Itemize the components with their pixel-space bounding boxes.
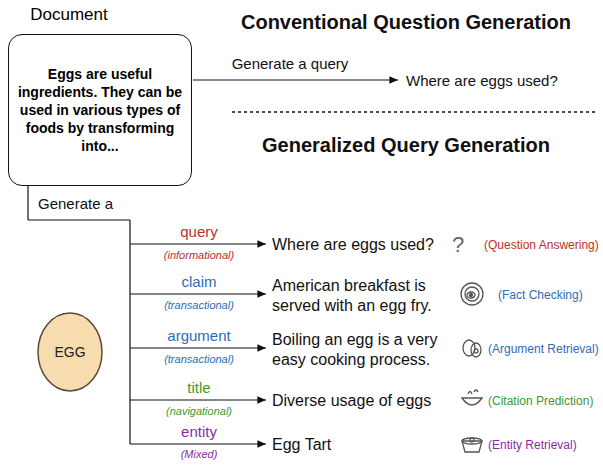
keyword: title bbox=[187, 379, 210, 398]
keyword: entity bbox=[181, 423, 217, 442]
task-name: (Question Answering) bbox=[484, 238, 599, 253]
keyword-type: (navigational) bbox=[166, 405, 232, 419]
arrow-label: Generate a query bbox=[232, 55, 349, 74]
branch-label: Generate a bbox=[38, 195, 113, 214]
output-text: Where are eggs used? bbox=[272, 235, 434, 255]
dashed-separator bbox=[232, 111, 598, 112]
arrow-line bbox=[193, 79, 398, 80]
branch-line bbox=[28, 219, 130, 220]
box-heading: Document bbox=[9, 5, 129, 25]
keyword-type: (Mixed) bbox=[181, 448, 218, 462]
output-text: Where are eggs used? bbox=[406, 72, 558, 91]
task-name: (Argument Retrieval) bbox=[488, 342, 599, 357]
branch-arrows bbox=[130, 244, 266, 444]
keyword-type: (informational) bbox=[164, 249, 234, 263]
section-heading: Conventional Question Generation bbox=[241, 10, 571, 35]
egg-label: EGG bbox=[54, 344, 85, 360]
task-name: (Entity Retrieval) bbox=[488, 438, 577, 453]
task-name: (Fact Checking) bbox=[498, 288, 583, 303]
keyword: argument bbox=[167, 327, 230, 346]
output-text: Boiling an egg is a very easy cooking pr… bbox=[272, 330, 462, 370]
egg-shape: EGG bbox=[36, 308, 104, 392]
document-box: DocumentEggs are useful ingredients. The… bbox=[8, 34, 192, 186]
task-icons bbox=[461, 283, 483, 452]
task-name: (Citation Prediction) bbox=[488, 394, 593, 409]
keyword: claim bbox=[181, 273, 216, 292]
output-text: Egg Tart bbox=[272, 435, 331, 455]
keyword: query bbox=[180, 223, 218, 242]
box-text: Eggs are useful ingredients. They can be… bbox=[16, 65, 184, 156]
output-text: Diverse usage of eggs bbox=[272, 391, 431, 411]
keyword-type: (transactional) bbox=[164, 353, 234, 367]
output-text: American breakfast is served with an egg… bbox=[272, 276, 462, 316]
branch-line bbox=[129, 220, 130, 444]
branch-line bbox=[27, 186, 28, 220]
keyword-type: (transactional) bbox=[164, 299, 234, 313]
section-heading: Generalized Query Generation bbox=[262, 133, 550, 158]
question-icon: ? bbox=[452, 231, 464, 259]
